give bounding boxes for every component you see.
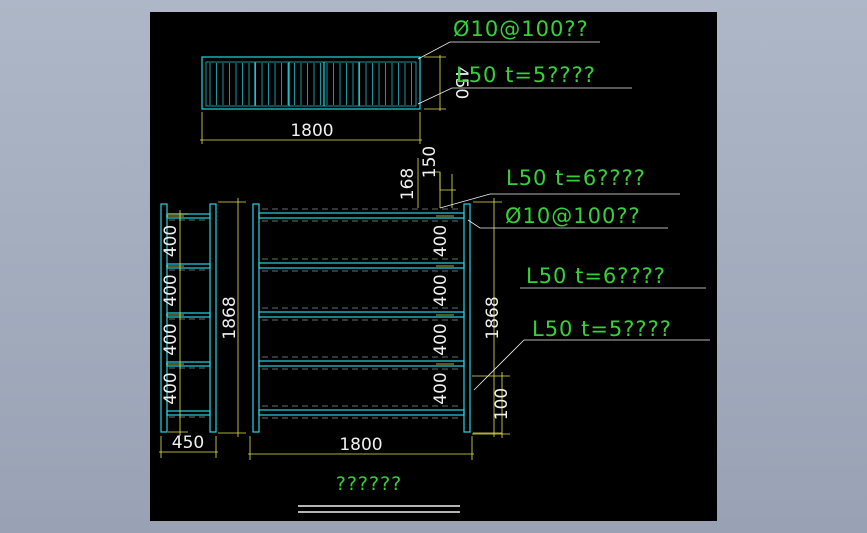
front-width-dim: 1800 — [339, 435, 382, 455]
plan-outer-frame — [201, 56, 421, 110]
side-dimensions: 400 400 400 400 1868 450 — [159, 198, 246, 458]
plan-dimensions: 1800 450 — [200, 55, 471, 144]
plan-width-dim: 1800 — [290, 121, 333, 141]
note-angle-plan: L50 t=5???? — [456, 63, 596, 87]
side-shelves — [166, 213, 211, 418]
front-spacing-dim: 400 — [431, 274, 451, 306]
front-shelf — [258, 360, 465, 367]
front-view — [252, 203, 471, 433]
front-spacing-dim: 400 — [431, 323, 451, 355]
side-shelf — [166, 410, 211, 416]
plan-grating — [209, 62, 412, 106]
side-spacing-dim: 400 — [161, 274, 181, 306]
side-spacing-dim: 400 — [161, 225, 181, 257]
front-height-dim: 1868 — [483, 296, 503, 339]
note-rebar-front: Ø10@100?? — [505, 204, 641, 228]
front-shelves — [258, 208, 465, 419]
drawing-title: ?????? — [336, 473, 403, 495]
shelf-drawing: 1800 450 Ø10@100?? L50 t=5???? 400400400… — [159, 17, 710, 513]
note-angle-front-top: L50 t=6???? — [506, 166, 646, 190]
front-left-post — [252, 203, 260, 433]
front-shelf — [258, 311, 465, 318]
side-spacing-dim: 400 — [161, 372, 181, 404]
front-shelf — [258, 409, 465, 416]
front-spacing-dim: 400 — [431, 372, 451, 404]
side-spacing-dim: 400 — [161, 323, 181, 355]
side-width-dim: 450 — [172, 433, 204, 453]
front-right-post — [463, 203, 471, 433]
front-shelf — [258, 262, 465, 269]
plan-inner-frame — [205, 61, 417, 107]
note-angle-front-mid: L50 t=6???? — [526, 264, 666, 288]
gap-150-dim: 150 — [420, 146, 440, 178]
front-spacing-dim: 400 — [431, 225, 451, 257]
front-dimensions: 400 400 400 400 1868 1800 100 168 150 — [248, 146, 512, 460]
side-height-dim: 1868 — [220, 296, 240, 339]
plan-view — [201, 56, 421, 110]
gap-168-dim: 168 — [398, 168, 418, 200]
bottom-clearance-dim: 100 — [492, 388, 512, 420]
side-view — [160, 203, 217, 433]
side-left-post — [160, 203, 168, 433]
front-shelf — [258, 212, 465, 219]
side-right-post — [209, 203, 217, 433]
note-rebar-plan: Ø10@100?? — [453, 17, 589, 41]
plan-depth-dim: 450 — [451, 67, 471, 99]
note-angle-front-low: L50 t=5???? — [532, 317, 672, 341]
